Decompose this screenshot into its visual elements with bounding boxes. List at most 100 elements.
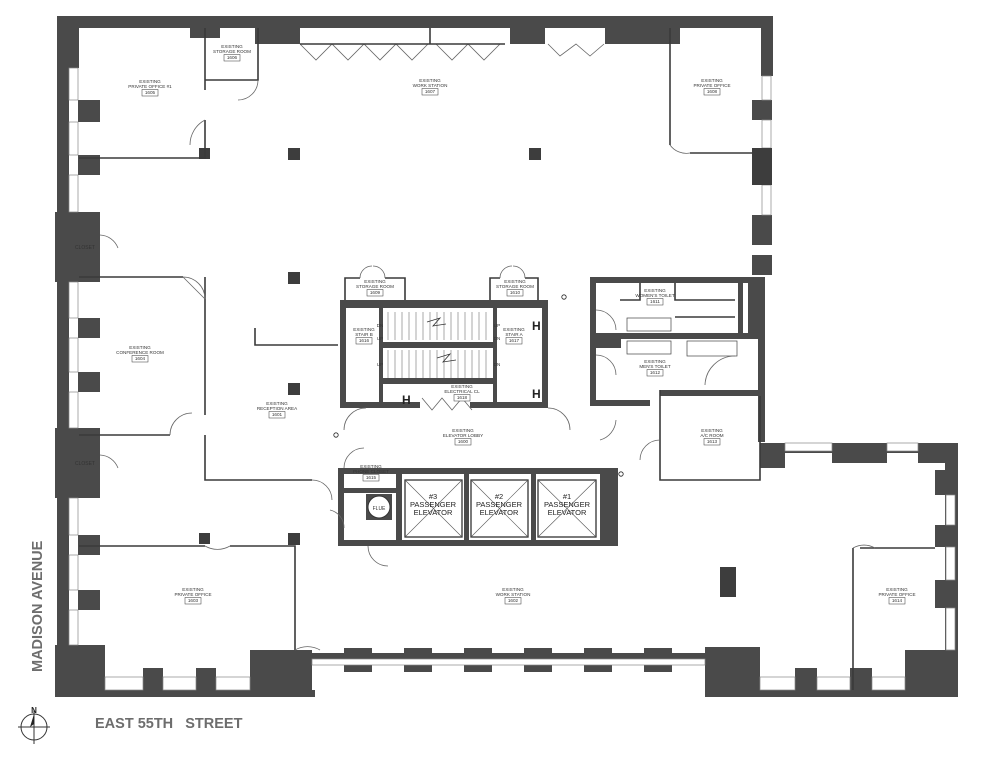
elevator-label: ELEVATOR	[480, 508, 519, 517]
room-label-line: STORAGE ROOM	[356, 284, 394, 289]
room-label-line: RECEPTION AREA	[257, 406, 298, 411]
room-number-box	[703, 438, 721, 446]
street-label-south: EAST 55TH STREET	[95, 716, 243, 732]
room-number: 1602	[508, 598, 519, 603]
room-label-line: PRIVATE OFFICE	[693, 83, 730, 88]
room-number: 1611	[650, 299, 660, 304]
room-number-box	[703, 88, 721, 96]
room-label-line: PRIVATE OFFICE #1	[128, 84, 172, 89]
room-label-line: ELECTRICAL CL	[444, 389, 480, 394]
room-number: 1612	[650, 370, 661, 375]
room-number-box	[646, 298, 664, 306]
stair-direction-label: DN	[494, 336, 501, 341]
room-label-line: PHONE CLOSET	[353, 469, 389, 474]
elevator-bank	[338, 468, 618, 546]
room-label-line: EXISTING	[502, 587, 524, 592]
room-label-line: EXISTING	[419, 78, 441, 83]
elevator-label: #1	[563, 492, 571, 501]
room-label-line: PRIVATE OFFICE	[878, 592, 915, 597]
stair-core: H H H	[340, 300, 548, 408]
north-arrow	[18, 710, 50, 744]
room-label-line: STAIR B	[355, 332, 373, 337]
room-number-box	[268, 411, 286, 419]
room-number-box	[223, 54, 241, 62]
room-label-line: EXISTING	[139, 79, 161, 84]
room-label-line: MEN'S TOILET	[639, 364, 671, 369]
room-label-line: WORK STATION	[496, 592, 531, 597]
room-number: 1614	[892, 598, 903, 603]
room-label-line: EXISTING	[504, 279, 526, 284]
room-number: 1615	[366, 475, 377, 480]
street-label-west: MADISON AVENUE	[30, 540, 46, 672]
svg-text:H: H	[532, 319, 541, 333]
room-label-line: EXISTING	[360, 464, 382, 469]
room-number-box	[366, 289, 384, 297]
room-number: 1616	[359, 338, 370, 343]
stair-direction-label: UP	[377, 336, 383, 341]
symbols	[333, 294, 624, 477]
room-label-line: STORAGE ROOM	[213, 49, 251, 54]
room-number-box	[453, 394, 471, 402]
room-label-line: EXISTING	[266, 401, 288, 406]
storage-rooms	[344, 277, 539, 300]
room-number-box	[421, 88, 439, 96]
room-number: 1608	[707, 89, 718, 94]
elevator-label: ELEVATOR	[414, 508, 453, 517]
elevator-label: #2	[495, 492, 503, 501]
room-number: 1600	[458, 439, 469, 444]
room-number-box	[888, 597, 906, 605]
room-number-box	[131, 355, 149, 363]
room-number: 1610	[510, 290, 521, 295]
room-label-line: STAIR A	[505, 332, 523, 337]
room-number-box	[141, 89, 159, 97]
room-label-line: EXISTING	[701, 78, 723, 83]
room-label-line: ELEVATOR LOBBY	[443, 433, 483, 438]
elevator-label: PASSENGER	[544, 500, 591, 509]
closet-label-1: CLOSET	[75, 245, 95, 251]
room-label-line: EXISTING	[451, 384, 473, 389]
room-number-box	[506, 289, 524, 297]
room-label-line: EXISTING	[503, 327, 525, 332]
room-number-box	[355, 337, 373, 345]
room-number-box	[362, 474, 380, 482]
svg-text:H: H	[402, 393, 411, 407]
stair-direction-label: UP	[494, 323, 500, 328]
room-label-line: EXISTING	[353, 327, 375, 332]
room-label-line: PRIVATE OFFICE	[174, 592, 211, 597]
room-number: 1617	[509, 338, 520, 343]
room-number: 1603	[188, 598, 199, 603]
elevator-label: #3	[429, 492, 437, 501]
room-number: 1607	[425, 89, 436, 94]
room-label-line: CONFERENCE ROOM	[116, 350, 164, 355]
columns	[199, 148, 772, 597]
room-number: 1613	[707, 439, 718, 444]
room-number: 1606	[227, 55, 238, 60]
room-label-line: A/C ROOM	[700, 433, 723, 438]
partitions	[79, 28, 935, 690]
elevator-label: PASSENGER	[410, 500, 457, 509]
windows	[68, 67, 956, 691]
room-number-box	[184, 597, 202, 605]
room-number: 1604	[135, 356, 146, 361]
room-label-line: EXISTING	[129, 345, 151, 350]
room-number-box	[646, 369, 664, 377]
svg-text:H: H	[532, 387, 541, 401]
room-number-box	[454, 438, 472, 446]
room-label-line: EXISTING	[182, 587, 204, 592]
elevator-label: PASSENGER	[476, 500, 523, 509]
